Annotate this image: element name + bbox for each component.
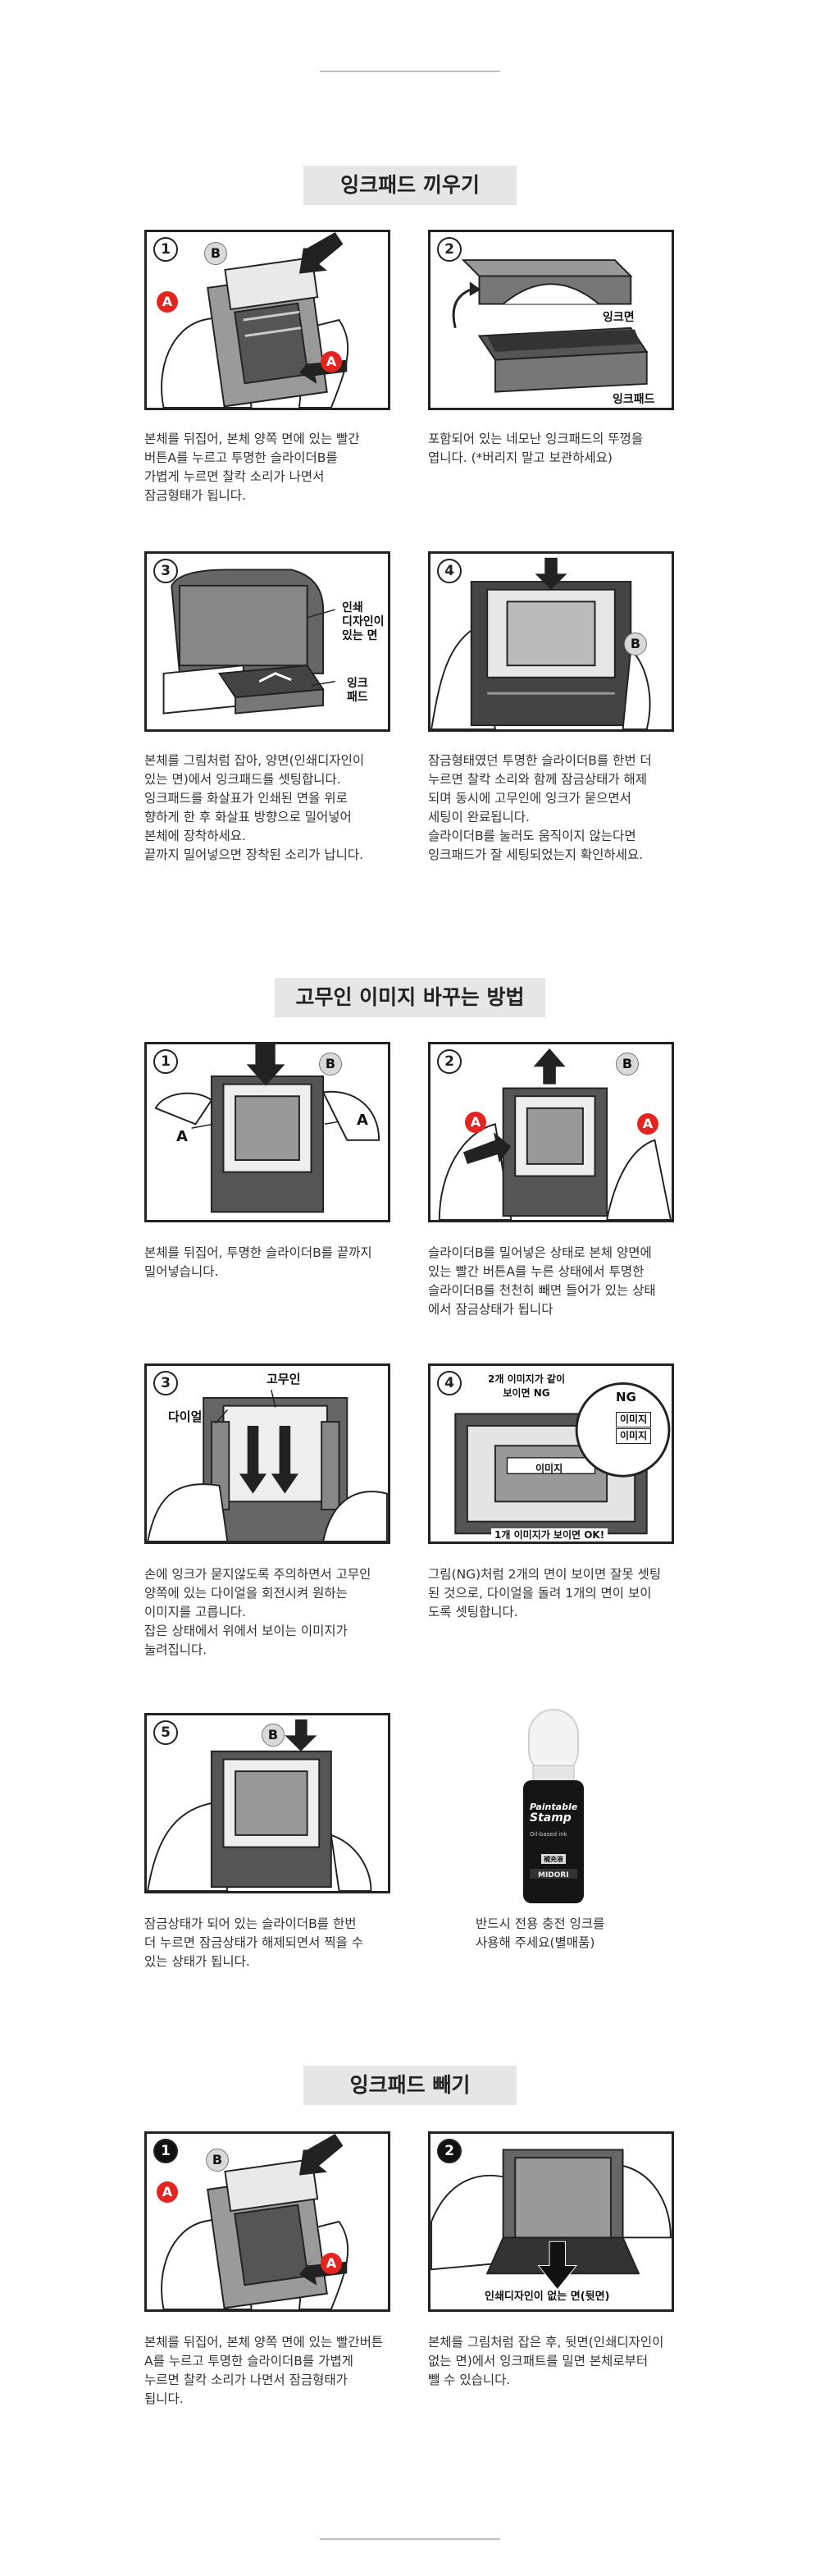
ink-pad-label: 잉크 패드: [347, 677, 368, 704]
ink-insert-step-4-caption: 잠금형태였던 투명한 슬라이더B를 한번 더 누르면 찰칵 소리와 함께 잠금상…: [428, 753, 652, 862]
rotate-dial-icon: [147, 1390, 388, 1541]
ink-insert-step-4-illustration: 4 B: [428, 551, 674, 732]
push-out-ink-pad-icon: [430, 2149, 672, 2291]
bottle-badge: 補充液: [544, 1856, 563, 1863]
step-number-badge: 5: [153, 1720, 178, 1745]
change-image-step-2-illustration: 2 B A A: [428, 1042, 674, 1222]
ink-pad-box-icon: [452, 259, 649, 393]
ink-remove-step-2-illustration: 2 인쇄디자인이 없는 면(뒷면): [428, 2131, 674, 2312]
button-a-marker-left: A: [157, 2181, 178, 2203]
release-lock-icon: [147, 1719, 372, 1891]
slider-b-marker: B: [616, 1053, 639, 1076]
step-number-badge: 1: [153, 237, 178, 262]
section-title-ink-insert: 잉크패드 끼우기: [303, 166, 517, 205]
ok-note-label: 1개 이미지가 보이면 OK!: [491, 1528, 608, 1541]
ink-insert-step-3-illustration: 3 인쇄 디자인이 있는 면 잉크 패드: [144, 551, 390, 732]
ink-remove-step-1-caption: 본체를 뒤집어, 본체 양쪽 면에 있는 빨간버튼 A를 누르고 투명한 슬라이…: [144, 2335, 384, 2406]
change-image-step-1-illustration: 1 B A A: [144, 1042, 390, 1222]
ng-label: NG: [616, 1390, 636, 1404]
slider-b-marker: B: [204, 242, 227, 265]
print-face-label: 인쇄 디자인이 있는 면: [342, 601, 385, 642]
button-a-marker-left: A: [157, 291, 178, 313]
ink-bottle-icon: [523, 1709, 584, 1903]
ink-remove-step-1-illustration: 1 B A A: [144, 2131, 390, 2312]
ink-insert-step-1-illustration: 1 B A A: [144, 230, 390, 410]
section-title-change-image: 고무인 이미지 바꾸는 방법: [275, 978, 545, 1017]
step-number-badge: 3: [153, 1371, 178, 1395]
bottom-divider: [320, 2538, 500, 2540]
button-a-label-right: A: [357, 1112, 368, 1129]
button-a-marker-right: A: [637, 1113, 658, 1135]
slider-b-marker: B: [624, 633, 647, 655]
ng-image-label-2: 이미지: [616, 1428, 652, 1444]
pull-slider-icon: [438, 1048, 672, 1220]
ng-note-label: 2개 이미지가 같이 보이면 NG: [488, 1373, 565, 1399]
dial-label: 다이얼: [168, 1409, 203, 1424]
ink-face-label: 잉크면: [603, 311, 635, 324]
button-a-marker-right: A: [321, 351, 342, 372]
ink-insert-step-2-illustration: 2 잉크면 잉크패드: [428, 230, 674, 410]
change-image-step-5-illustration: 5 B: [144, 1713, 390, 1893]
ink-remove-step-2-caption: 본체를 그림처럼 잡은 후, 뒷면(인쇄디자인이 없는 면)에서 잉크패트를 밀…: [428, 2335, 664, 2387]
step-number-badge: 4: [437, 559, 462, 583]
ink-insert-step-1-caption: 본체를 뒤집어, 본체 양쪽 면에 있는 빨간 버튼A를 누르고 투명한 슬라이…: [144, 432, 360, 503]
change-image-step-4-illustration: 4 2개 이미지가 같이 보이면 NG NG 이미지 이미지 이미지 1개 이미…: [428, 1363, 674, 1544]
step-number-badge: 3: [153, 559, 178, 583]
bottle-subtitle: Oil-based ink: [530, 1831, 567, 1838]
change-image-step-2-caption: 슬라이더B를 밀어넣은 상태로 본체 양면에 있는 빨간 버튼A를 누른 상태에…: [428, 1245, 656, 1317]
image-check-icon: [454, 1382, 671, 1535]
change-image-step-5-caption: 잠금상태가 되어 있는 슬라이더B를 한번 더 누르면 잠금상태가 해제되면서 …: [144, 1916, 364, 1969]
step-number-badge: 1: [153, 2139, 178, 2163]
change-image-step-4-caption: 그림(NG)처럼 2개의 면이 보이면 잘못 셋팅 된 것으로, 다이얼을 돌려…: [428, 1567, 662, 1619]
step-number-badge: 1: [153, 1049, 178, 1074]
bottle-maker: MIDORI: [538, 1871, 569, 1879]
step-number-badge: 2: [437, 1049, 462, 1074]
change-image-step-1-caption: 본체를 뒤집어, 투명한 슬라이더B를 끝까지 밀어넣습니다.: [144, 1245, 372, 1279]
slider-b-marker: B: [262, 1724, 285, 1747]
ink-insert-step-3-caption: 본체를 그림처럼 잡아, 양면(인쇄디자인이 있는 면)에서 잉크패드를 셋팅합…: [144, 753, 365, 862]
slider-b-marker: B: [206, 2149, 229, 2172]
stamp-hand-press-icon: [161, 2134, 349, 2309]
slider-b-marker: B: [319, 1053, 342, 1076]
ok-image-label: 이미지: [535, 1463, 563, 1474]
stamp-hand-press-icon: [161, 232, 349, 408]
step-number-badge: 4: [437, 1371, 462, 1395]
step-number-badge: 2: [437, 2139, 462, 2163]
step-number-badge: 2: [437, 237, 462, 262]
bottle-brand-line-2: Stamp: [530, 1811, 572, 1825]
insert-ink-pad-icon: [162, 569, 335, 715]
press-slider-icon: [430, 557, 651, 729]
top-divider: [320, 71, 500, 72]
change-image-step-3-illustration: 3 고무인 다이얼: [144, 1363, 390, 1544]
ink-pad-label: 잉크패드: [613, 393, 655, 406]
ng-image-label-1: 이미지: [616, 1412, 652, 1427]
button-a-marker-right: A: [321, 2253, 342, 2274]
refill-ink-caption: 반드시 전용 충전 잉크를 사용해 주세요(별매품): [476, 1916, 605, 1950]
section-title-ink-remove: 잉크패드 빼기: [303, 2066, 517, 2105]
push-slider-icon: [154, 1044, 380, 1213]
change-image-step-3-caption: 손에 잉크가 묻지않도록 주의하면서 고무인 양쪽에 있는 다이얼을 회전시켜 …: [144, 1567, 371, 1657]
bottle-brand-line-1: Paintable: [530, 1802, 578, 1812]
back-side-label: 인쇄디자인이 없는 면(뒷면): [481, 2290, 613, 2304]
button-a-marker-left: A: [465, 1112, 486, 1133]
refill-ink-bottle-image: Paintable Stamp Oil-based ink 補充液 MIDORI: [508, 1708, 599, 1908]
button-a-label-left: A: [176, 1128, 188, 1145]
ink-insert-step-2-caption: 포함되어 있는 네모난 잉크패드의 뚜껑을 엽니다. (*버리지 말고 보관하세…: [428, 432, 644, 465]
rubber-stamp-label: 고무인: [266, 1372, 301, 1386]
